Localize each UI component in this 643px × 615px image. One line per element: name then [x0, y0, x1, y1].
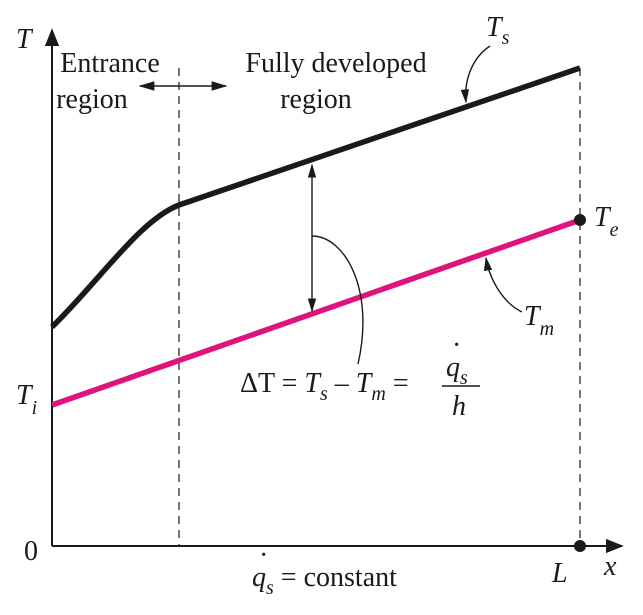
entrance-region-label-2: region: [56, 84, 128, 115]
length-point: [574, 540, 586, 552]
delta-t-leader: [311, 235, 364, 365]
svg-text:qs = constant: qs = constant: [252, 562, 397, 599]
mean-label-leader: [483, 256, 523, 313]
svg-text:ΔT = Ts – Tm =: ΔT = Ts – Tm =: [240, 368, 409, 405]
length-label: L: [551, 558, 568, 589]
inlet-temperature-label: Ti: [16, 380, 37, 419]
x-axis-label: x: [603, 551, 617, 582]
y-axis-label: T: [16, 24, 34, 55]
surface-label-leader: [460, 45, 491, 104]
mean-temperature-label: Tm: [524, 301, 554, 340]
svg-text:·: ·: [259, 540, 268, 571]
fraction-numerator-dot: ·: [452, 330, 461, 361]
developed-region-label: Fully developed: [245, 48, 426, 79]
heat-flux-condition: · qs = constant: [252, 540, 397, 599]
exit-temperature-point: [574, 214, 586, 226]
exit-temperature-label: Te: [594, 202, 619, 241]
origin-label: 0: [24, 536, 38, 567]
fraction-numerator: qs: [446, 352, 468, 389]
entrance-region-label: Entrance: [60, 48, 160, 79]
developed-region-label-2: region: [280, 84, 352, 115]
fraction-denominator: h: [452, 391, 466, 422]
mean-temperature-line: [51, 217, 581, 408]
surface-temperature-curve: [50, 65, 581, 329]
delta-t-equation: ΔT = Ts – Tm = · qs h: [240, 330, 480, 422]
surface-temperature-label: Ts: [486, 12, 510, 49]
